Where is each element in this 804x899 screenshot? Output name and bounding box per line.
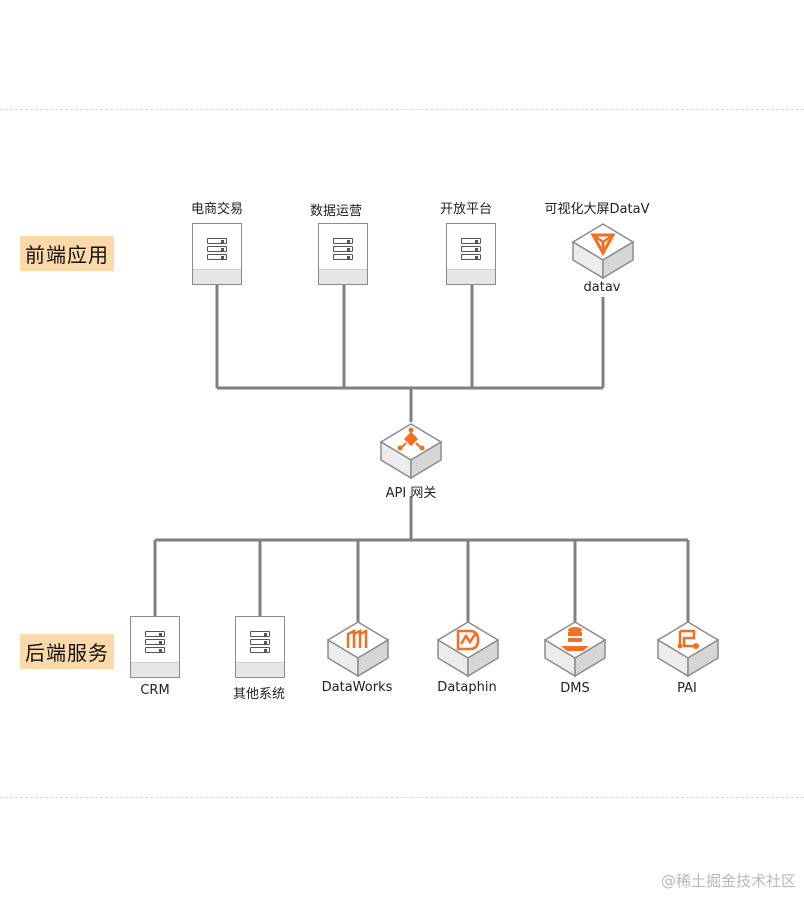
datav-icon[interactable] bbox=[571, 220, 635, 284]
node-label-pai: PAI bbox=[677, 681, 697, 696]
backend-section-label: 后端服务 bbox=[20, 634, 114, 669]
server-icon[interactable] bbox=[318, 223, 368, 285]
server-icon[interactable] bbox=[130, 616, 180, 678]
node-label-dms: DMS bbox=[560, 681, 590, 696]
node-label-crm: CRM bbox=[140, 683, 170, 698]
dms-icon[interactable] bbox=[543, 618, 607, 682]
watermark: @稀土掘金技术社区 bbox=[660, 872, 796, 890]
server-icon[interactable] bbox=[235, 616, 285, 678]
bottom-divider bbox=[0, 797, 804, 798]
pai-icon[interactable] bbox=[656, 618, 720, 682]
node-label-data-ops: 数据运营 bbox=[309, 204, 363, 219]
dataworks-icon[interactable] bbox=[326, 618, 390, 682]
api-gateway-icon[interactable] bbox=[379, 420, 443, 484]
dataphin-icon[interactable] bbox=[436, 618, 500, 682]
node-label-datav: 可视化大屏DataV bbox=[544, 202, 650, 217]
node-label-dataphin: Dataphin bbox=[437, 680, 497, 695]
node-label-open-platform: 开放平台 bbox=[439, 202, 493, 217]
node-label-api-gateway: API 网关 bbox=[385, 486, 437, 501]
frontend-section-label: 前端应用 bbox=[20, 236, 114, 271]
node-label-dataworks: DataWorks bbox=[321, 680, 393, 695]
node-label-ecommerce: 电商交易 bbox=[190, 202, 244, 217]
server-icon[interactable] bbox=[446, 223, 496, 285]
node-sublabel-datav: datav bbox=[583, 280, 621, 295]
node-label-other-systems: 其他系统 bbox=[232, 687, 286, 702]
top-divider bbox=[0, 109, 804, 110]
server-icon[interactable] bbox=[192, 223, 242, 285]
